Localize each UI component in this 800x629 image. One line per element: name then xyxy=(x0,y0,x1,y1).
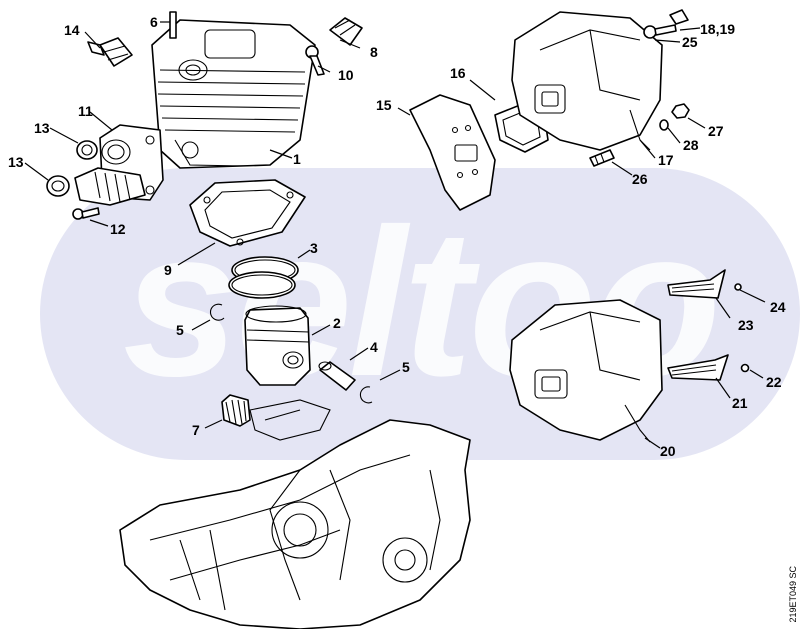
spark-plug-icon xyxy=(329,17,363,46)
callout-labels: 1 2 3 4 5 5 6 7 8 9 10 11 12 13 13 14 15… xyxy=(8,14,786,459)
callout-13b: 13 xyxy=(8,154,24,170)
callout-25: 25 xyxy=(682,34,698,50)
deflector-23-icon xyxy=(667,269,726,299)
document-code: 219ET049 SC xyxy=(788,566,798,623)
leader-lines xyxy=(24,21,766,449)
crankcase-icon xyxy=(119,399,471,629)
circlip-left-icon xyxy=(209,303,225,321)
callout-2: 2 xyxy=(333,315,341,331)
screw-12-icon xyxy=(72,207,100,220)
washer-18-19-icon xyxy=(669,9,689,25)
pin-icon xyxy=(318,361,356,391)
cylinder-icon xyxy=(151,19,316,169)
callout-20: 20 xyxy=(660,443,676,459)
callout-15: 15 xyxy=(376,97,392,113)
screw-24-icon xyxy=(734,283,742,291)
callout-17: 17 xyxy=(658,152,674,168)
piston-icon xyxy=(244,305,311,386)
callout-7: 7 xyxy=(192,422,200,438)
callout-22: 22 xyxy=(766,374,782,390)
screw-22-icon xyxy=(740,363,750,373)
callout-14: 14 xyxy=(64,22,80,38)
callout-9: 9 xyxy=(164,262,172,278)
callout-18-19: 18,19 xyxy=(700,21,735,37)
screw-10-icon xyxy=(305,45,325,76)
callout-24: 24 xyxy=(770,299,786,315)
seal-ring-lower-icon xyxy=(46,175,70,197)
bellows-icon xyxy=(74,167,146,206)
callout-8: 8 xyxy=(370,44,378,60)
callout-26: 26 xyxy=(632,171,648,187)
callout-6: 6 xyxy=(150,14,158,30)
deflector-21-icon xyxy=(667,354,729,381)
callout-4: 4 xyxy=(370,339,378,355)
washer-28-icon xyxy=(659,119,669,131)
muffler-icon xyxy=(511,11,663,151)
ring-icon xyxy=(228,256,299,299)
callout-23: 23 xyxy=(738,317,754,333)
callout-5b: 5 xyxy=(402,359,410,375)
callout-5a: 5 xyxy=(176,322,184,338)
callout-1: 1 xyxy=(293,151,301,167)
heat-shield-icon xyxy=(409,94,496,211)
callout-3: 3 xyxy=(310,240,318,256)
bearing-icon xyxy=(221,394,251,427)
screw-25-icon xyxy=(643,24,677,39)
gasket-icon xyxy=(189,179,306,247)
seal-ring-upper-icon xyxy=(76,140,98,160)
circlip-right-icon xyxy=(359,386,373,404)
stud-26-icon xyxy=(589,149,615,167)
callout-13a: 13 xyxy=(34,120,50,136)
callout-10: 10 xyxy=(338,67,354,83)
stud-6-icon xyxy=(169,11,177,39)
nut-27-icon xyxy=(671,103,690,119)
callout-21: 21 xyxy=(732,395,748,411)
muffler-lower-icon xyxy=(509,299,663,443)
callout-27: 27 xyxy=(708,123,724,139)
callout-12: 12 xyxy=(110,221,126,237)
callout-28: 28 xyxy=(683,137,699,153)
callout-16: 16 xyxy=(450,65,466,81)
callout-11: 11 xyxy=(78,103,93,119)
